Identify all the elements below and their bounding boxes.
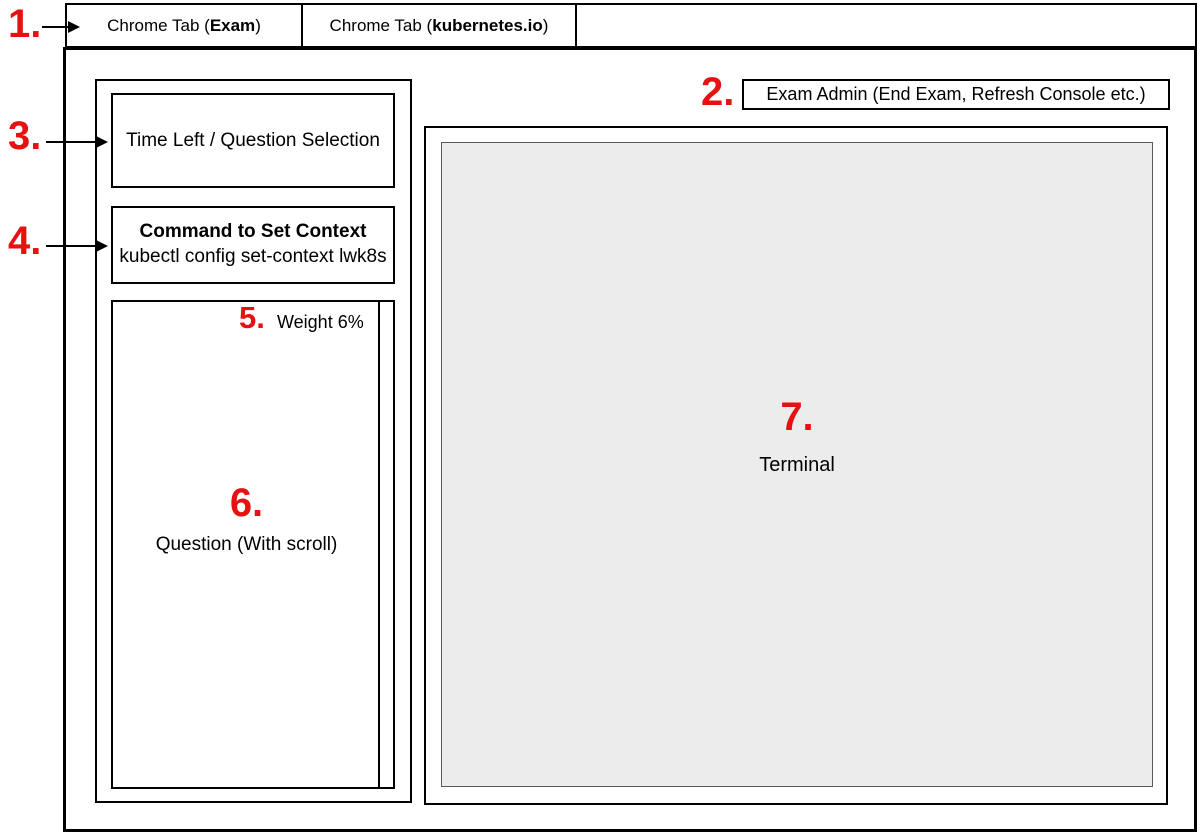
- arrow-to-tabs: [42, 21, 80, 33]
- question-body-label: Question (With scroll): [155, 534, 338, 555]
- annotation-number-6: 6.: [229, 481, 264, 525]
- terminal-label: Terminal: [759, 454, 835, 476]
- arrow-to-time-box: [46, 136, 108, 148]
- chrome-tab-exam: Chrome Tab (Exam): [65, 3, 303, 48]
- chrome-tab-kubernetes: Chrome Tab (kubernetes.io): [301, 3, 577, 48]
- arrow-shaft: [46, 141, 98, 143]
- tab-label-prefix: Chrome Tab (: [329, 15, 433, 35]
- tab-label-suffix: ): [255, 15, 261, 35]
- context-command-text: kubectl config set-context lwk8s: [119, 246, 387, 267]
- arrow-shaft: [42, 26, 70, 28]
- annotation-number-3: 3.: [8, 114, 42, 158]
- arrow-head-icon: [68, 21, 80, 33]
- exam-admin-box: Exam Admin (End Exam, Refresh Console et…: [742, 79, 1170, 110]
- terminal-screen: [441, 142, 1153, 787]
- context-command-box: Command to Set Context kubectl config se…: [111, 206, 395, 284]
- annotation-number-1: 1.: [8, 2, 42, 46]
- question-weight-label: Weight 6%: [277, 312, 364, 332]
- tab-label-suffix: ): [542, 15, 549, 35]
- tab-strip-spacer: [575, 3, 1197, 48]
- arrow-to-command-box: [46, 240, 108, 252]
- question-panel: [111, 300, 395, 789]
- arrow-head-icon: [96, 240, 108, 252]
- tab-label-bold: Exam: [209, 15, 256, 35]
- annotation-number-2: 2.: [701, 70, 735, 114]
- context-command-title: Command to Set Context: [139, 221, 367, 243]
- tab-label-bold: kubernetes.io: [432, 15, 543, 35]
- chrome-tab-exam-label: Chrome Tab (Exam): [107, 16, 261, 36]
- arrow-shaft: [46, 245, 98, 247]
- annotation-number-7: 7.: [780, 395, 814, 439]
- annotation-number-5: 5.: [239, 300, 265, 335]
- time-question-selection-box: Time Left / Question Selection: [111, 93, 395, 188]
- tab-label-prefix: Chrome Tab (: [107, 15, 210, 35]
- time-question-selection-label: Time Left / Question Selection: [126, 129, 380, 151]
- exam-admin-label: Exam Admin (End Exam, Refresh Console et…: [766, 84, 1146, 104]
- arrow-head-icon: [96, 136, 108, 148]
- chrome-tab-kubernetes-label: Chrome Tab (kubernetes.io): [330, 16, 549, 36]
- annotation-number-4: 4.: [8, 219, 42, 263]
- question-scrollbar: [378, 302, 380, 787]
